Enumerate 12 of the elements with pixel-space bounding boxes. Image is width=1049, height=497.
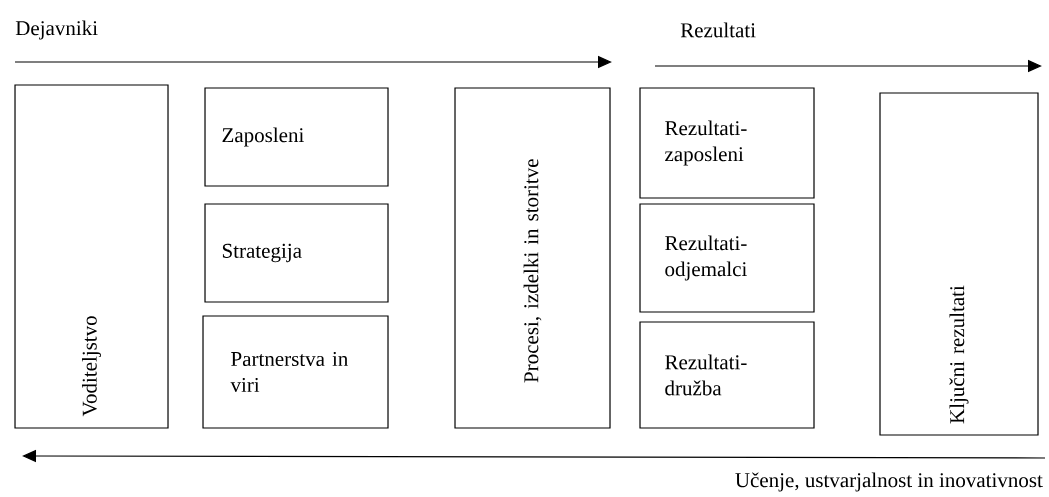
section-label: Rezultati — [680, 22, 756, 38]
section-label: Dejavniki — [15, 20, 98, 40]
process-box: Partnerstva in viri — [202, 315, 389, 429]
process-box: Voditeljstvo — [14, 84, 169, 429]
process-box: Rezultati-družba — [639, 321, 815, 429]
section-label: Učenje, ustvarjalnost in inovativnost — [735, 472, 1043, 492]
process-box: Rezultati-odjemalci — [639, 203, 815, 313]
process-box: Strategija — [204, 203, 389, 303]
process-box: Zaposleni — [204, 87, 389, 187]
process-box: Procesi, izdelki in storitve — [454, 87, 611, 429]
process-box: Ključni rezultati — [879, 92, 1039, 436]
process-box: Rezultati-zaposleni — [639, 87, 815, 199]
